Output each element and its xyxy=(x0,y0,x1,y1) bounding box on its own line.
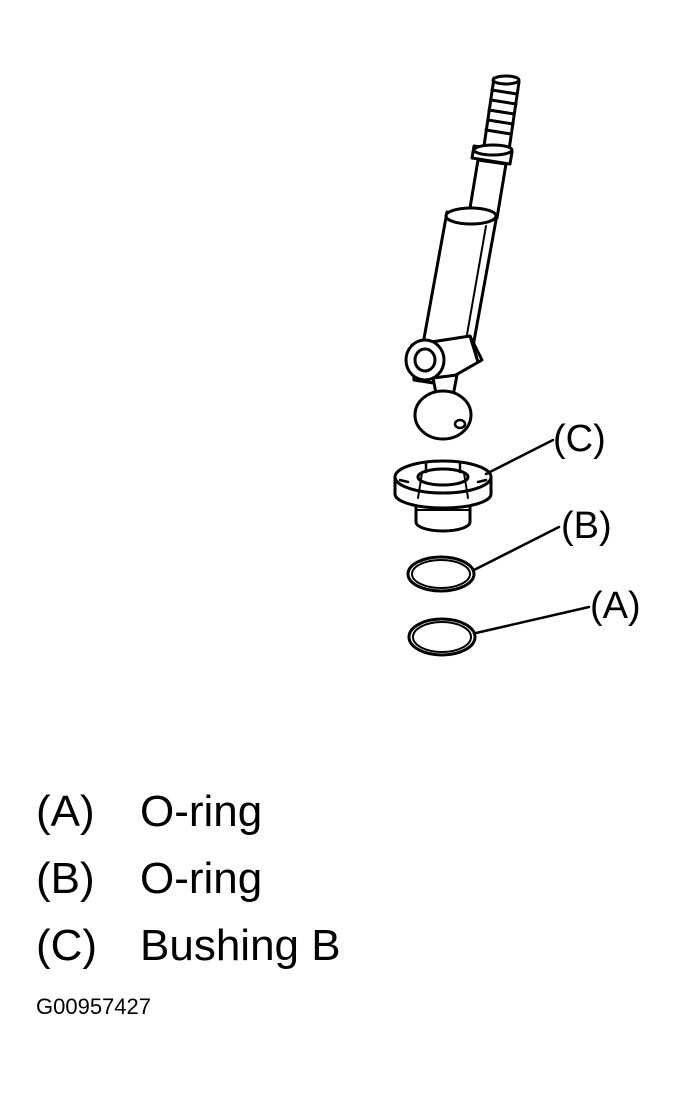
leader-line-b xyxy=(472,525,561,572)
o-ring-b-part xyxy=(406,555,476,593)
bushing-b-part xyxy=(393,459,493,533)
rod-tube xyxy=(421,206,498,354)
figure-code: G00957427 xyxy=(36,994,151,1019)
exploded-parts-diagram xyxy=(393,74,591,657)
legend-label: O-ring xyxy=(140,854,263,903)
leader-line-a xyxy=(474,605,591,635)
leader-line-c xyxy=(484,438,555,476)
legend-key: (B) xyxy=(36,854,95,903)
callout-label-a: (A) xyxy=(590,585,641,627)
legend-label: O-ring xyxy=(140,787,263,836)
legend-key: (C) xyxy=(36,921,98,970)
legend-key: (A) xyxy=(36,787,95,836)
legend-label: Bushing B xyxy=(140,921,341,970)
rod-ball-end xyxy=(413,389,473,441)
rod-ribbed-end xyxy=(482,74,521,152)
rod-eye-joint xyxy=(404,334,484,386)
callout-label-b: (B) xyxy=(561,505,612,547)
o-ring-a-part xyxy=(407,617,477,657)
shift-rod-assembly xyxy=(404,74,521,441)
callout-label-c: (C) xyxy=(553,418,606,460)
